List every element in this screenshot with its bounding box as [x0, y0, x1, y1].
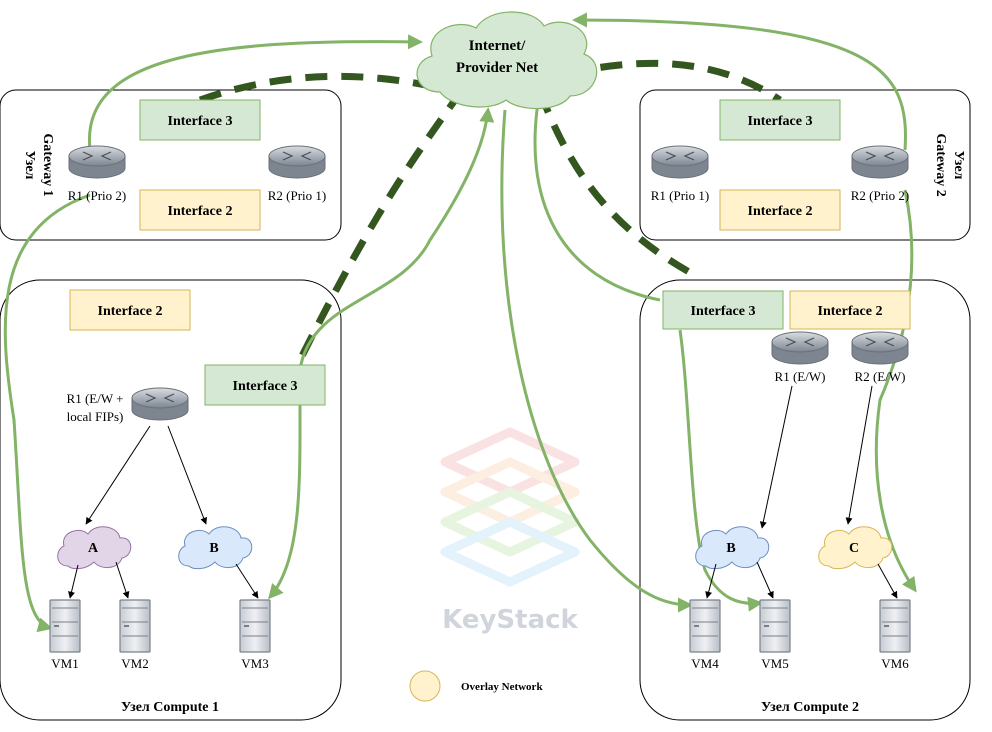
gateway2-node: [639, 89, 971, 241]
compute2-router1-to-net-b: [759, 385, 793, 529]
vm1-label: VM1: [51, 656, 78, 671]
internet-cloud: [416, 11, 598, 110]
compute2-title: Узел Compute 2: [761, 700, 859, 715]
gateway1-router1-label: R1 (Prio 2): [68, 188, 127, 203]
compute1-router-icon: [131, 387, 189, 421]
gateway2-router2-label: R2 (Prio 2): [851, 188, 910, 203]
vm5-label: VM5: [761, 656, 788, 671]
compute1-node: [0, 279, 342, 721]
provider-links: [198, 59, 782, 362]
gateway1-router2-label: R2 (Prio 1): [268, 188, 327, 203]
compute1-network-a-cloud: [57, 526, 132, 570]
keystack-logo: [440, 427, 580, 587]
vm4-server-icon: [689, 599, 721, 653]
internet-label-line2: Provider Net: [456, 60, 538, 76]
gateway2-router1-label: R1 (Prio 1): [651, 188, 710, 203]
compute1-net-a-to-vm1: [68, 564, 79, 599]
compute1-router-label-line2: local FIPs): [67, 409, 124, 424]
gateway1-title-line1: Узел: [22, 151, 37, 180]
legend-overlay-label: Overlay Network: [461, 681, 543, 693]
watermark-text: KeyStack: [442, 605, 578, 635]
compute2-interface3-label: Interface 3: [691, 304, 756, 319]
internet-label-line1: Internet/: [469, 38, 526, 54]
gateway1-router2-icon: [268, 145, 326, 179]
gateway2-interface2-label: Interface 2: [748, 204, 813, 219]
vm2-label: VM2: [121, 656, 148, 671]
compute1-title: Узел Compute 1: [121, 700, 219, 715]
vm6-server-icon: [879, 599, 911, 653]
compute2-interface3: [662, 290, 784, 330]
vm6-label: VM6: [881, 656, 909, 671]
gateway2-interface2: [719, 189, 841, 231]
compute2-interface2-label: Interface 2: [818, 304, 883, 319]
gateway1-interface3: [139, 99, 261, 141]
compute2-router2-icon: [851, 331, 909, 365]
compute2-network-b-cloud: [695, 526, 770, 570]
compute2-net-c-to-vm6: [877, 563, 898, 599]
compute2-net-b-to-vm5: [756, 561, 774, 599]
compute1-router-label-line1: R1 (E/W +: [67, 391, 124, 406]
compute2-interface2: [789, 290, 911, 330]
legend-overlay-swatch: [409, 670, 441, 702]
gateway1-interface2-label: Interface 2: [168, 204, 233, 219]
compute1-router-to-net-b: [167, 425, 207, 525]
compute2-network-b-label: B: [726, 541, 735, 556]
vm2-server-icon: [119, 599, 151, 653]
vm4-label: VM4: [691, 656, 719, 671]
vm5-server-icon: [759, 599, 791, 653]
compute1-interface3-label: Interface 3: [233, 379, 298, 394]
gateway2-interface3: [719, 99, 841, 141]
compute1-interface3: [204, 364, 326, 406]
compute2-router2-label: R2 (E/W): [855, 369, 906, 384]
gateway1-router1-icon: [68, 145, 126, 179]
compute1-network-b-cloud: [178, 526, 253, 570]
compute1-interface2: [69, 289, 191, 331]
compute1-interface2-label: Interface 2: [98, 304, 163, 319]
vm1-server-icon: [49, 599, 81, 653]
compute2-net-b-to-vm4: [705, 563, 717, 599]
vm3-server-icon: [239, 599, 271, 653]
gateway1-interface3-label: Interface 3: [168, 114, 233, 129]
gateway2-router1-icon: [651, 145, 709, 179]
gateway1-title-line2: Gateway 1: [40, 133, 55, 196]
compute1-network-a-label: A: [88, 541, 99, 556]
gateway2-interface3-label: Interface 3: [748, 114, 813, 129]
gateway2-title-line2: Gateway 2: [933, 133, 948, 196]
gateway1-interface2: [139, 189, 261, 231]
compute2-network-c-cloud: [818, 526, 893, 570]
compute2-network-c-label: C: [849, 541, 859, 556]
vm3-label: VM3: [241, 656, 268, 671]
compute1-net-b-to-vm3: [235, 563, 259, 599]
compute2-router2-to-net-c: [845, 385, 873, 525]
gateway1-node: [0, 89, 342, 241]
compute1-net-a-to-vm2: [115, 561, 130, 599]
gateway2-title-line1: Узел: [951, 151, 966, 180]
traffic-paths: [3, 12, 917, 633]
compute2-node: [639, 279, 971, 721]
compute2-router1-label: R1 (E/W): [775, 369, 826, 384]
compute2-router1-icon: [771, 331, 829, 365]
compute1-router-to-net-a: [85, 425, 151, 525]
gateway2-router2-icon: [851, 145, 909, 179]
compute1-network-b-label: B: [209, 541, 218, 556]
